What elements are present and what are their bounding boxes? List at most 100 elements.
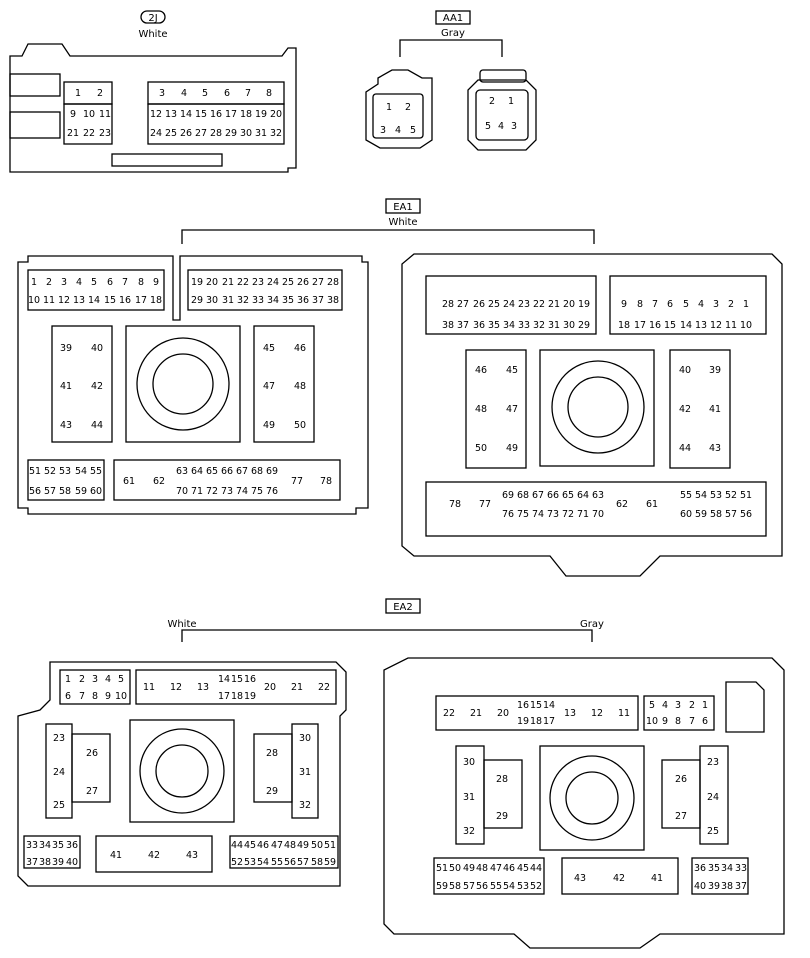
pin-label: 14	[680, 320, 692, 331]
pin-label: 62	[616, 499, 628, 510]
pin-label: 67	[236, 466, 248, 477]
pin-label: 46	[503, 863, 515, 874]
pin-label: 47	[271, 840, 283, 851]
pin-label: 13	[197, 682, 209, 693]
pin-label: 25	[707, 826, 719, 837]
ea2-right-pins-b	[643, 695, 715, 731]
connector-aa1: AA1 Gray	[365, 10, 537, 151]
pin-label: 19	[244, 691, 256, 702]
pin-label: 2	[79, 674, 85, 685]
ea1-right-pins-b	[609, 275, 767, 335]
pin-label: 21	[470, 708, 482, 719]
pin-label: 43	[709, 443, 721, 454]
pin-label: 45	[244, 840, 256, 851]
pin-label: 5	[485, 121, 491, 132]
pin-label: 49	[463, 863, 475, 874]
pin-label: 41	[651, 873, 663, 884]
aa1-color: Gray	[441, 28, 465, 39]
pin-label: 33	[26, 840, 38, 851]
ea2-left-housing	[17, 661, 347, 887]
pin-label: 50	[311, 840, 323, 851]
pin-label: 68	[517, 490, 529, 501]
pin-label: 27	[457, 299, 469, 310]
pin-label: 8	[675, 716, 681, 727]
pin-label: 56	[284, 857, 296, 868]
pin-label: 50	[475, 443, 487, 454]
pin-label: 34	[39, 840, 51, 851]
pin-label: 47	[490, 863, 502, 874]
pin-label: 35	[708, 863, 720, 874]
pin-label: 40	[694, 881, 706, 892]
pin-label: 18	[530, 716, 542, 727]
pin-label: 15	[664, 320, 676, 331]
pin-label: 73	[221, 486, 233, 497]
pin-label: 55	[271, 857, 283, 868]
pin-label: 7	[689, 716, 695, 727]
2j-left-notch	[9, 73, 61, 97]
connector-2j: 2J White	[9, 10, 297, 173]
pin-label: 15	[530, 700, 542, 711]
ea2-left-pins-b	[135, 669, 337, 705]
ea1-right-center-socket	[539, 349, 655, 467]
pin-label: 28	[327, 277, 339, 288]
ea1-left-housing	[17, 255, 369, 515]
pin-label: 18	[240, 109, 252, 120]
pin-label: 72	[206, 486, 218, 497]
pin-label: 42	[613, 873, 625, 884]
pin-label: 8	[637, 299, 643, 310]
pin-label: 11	[618, 708, 630, 719]
pin-label: 45	[517, 863, 529, 874]
pin-label: 66	[221, 466, 233, 477]
pin-label: 16	[649, 320, 661, 331]
pin-label: 10	[83, 109, 95, 120]
pin-label: 11	[43, 295, 55, 306]
pin-label: 48	[476, 863, 488, 874]
ea2-left-pins-a	[59, 669, 131, 705]
pin-label: 36	[694, 863, 706, 874]
pin-label: 1	[75, 88, 81, 99]
pin-label: 7	[245, 88, 251, 99]
pin-label: 12	[150, 109, 162, 120]
pin-label: 31	[548, 320, 560, 331]
pin-label: 30	[206, 295, 218, 306]
pin-label: 47	[263, 381, 275, 392]
pin-label: 51	[436, 863, 448, 874]
pin-label: 12	[58, 295, 70, 306]
ea1-right-socket-core	[567, 376, 629, 438]
pin-label: 6	[107, 277, 113, 288]
pin-label: 24	[267, 277, 279, 288]
2j-housing	[9, 43, 297, 173]
pin-label: 64	[577, 490, 589, 501]
aa1-right-pin-field	[475, 89, 529, 141]
pin-label: 44	[530, 863, 542, 874]
pin-label: 40	[66, 857, 78, 868]
pin-label: 56	[740, 509, 752, 520]
pin-label: 36	[66, 840, 78, 851]
ea1-left-socket-core	[152, 353, 214, 415]
pin-label: 14	[543, 700, 555, 711]
pin-label: 4	[181, 88, 187, 99]
pin-label: 37	[26, 857, 38, 868]
ea1-right-cavity-a	[465, 349, 527, 469]
pin-label: 67	[532, 490, 544, 501]
pin-label: 75	[251, 486, 263, 497]
2j-pin-rows-lower	[63, 103, 113, 145]
pin-label: 4	[498, 121, 504, 132]
pin-label: 21	[67, 128, 79, 139]
pin-label: 59	[436, 881, 448, 892]
ea2-code-box	[385, 598, 421, 614]
pin-label: 71	[191, 486, 203, 497]
ea1-pin-labels: 1 2 3 4 5 6 7 8 9 10 11 12 13 14 15 16 1…	[28, 277, 752, 520]
pin-label: 52	[44, 466, 56, 477]
pin-label: 21	[548, 299, 560, 310]
ea2-right-pins-d	[561, 857, 679, 895]
pin-label: 30	[463, 757, 475, 768]
pin-label: 18	[618, 320, 630, 331]
pin-label: 35	[282, 295, 294, 306]
pin-label: 25	[53, 800, 65, 811]
pin-label: 78	[320, 476, 332, 487]
ea1-left-socket-ring	[136, 337, 230, 431]
pin-label: 57	[44, 486, 56, 497]
pin-label: 54	[75, 466, 87, 477]
pin-label: 73	[547, 509, 559, 520]
